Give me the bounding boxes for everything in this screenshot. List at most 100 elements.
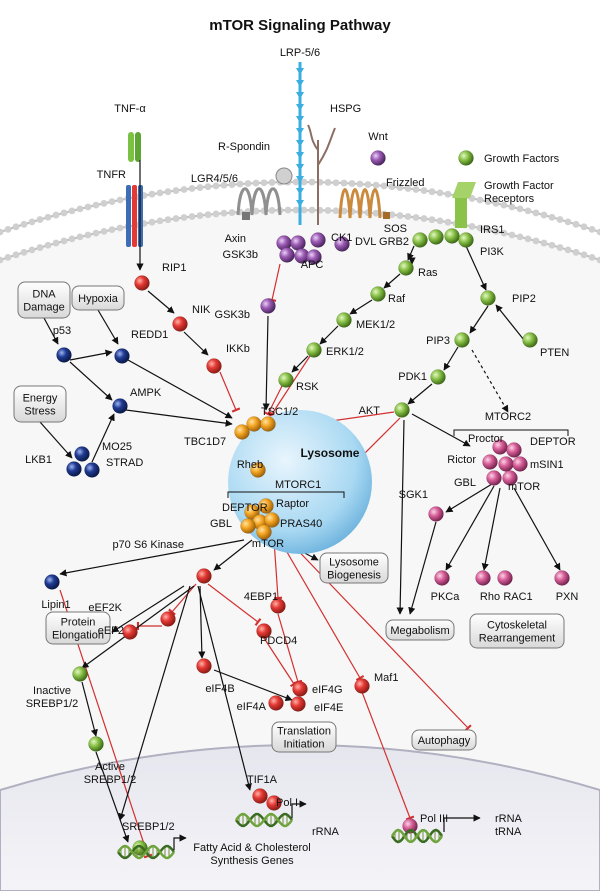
label-mtorc2-msin1: mSIN1 (530, 459, 564, 471)
label-gf-branch-ras: Ras (418, 267, 438, 279)
label-downstream-lipin1: Lipin1 (41, 599, 70, 611)
label-nucleus-rrna: rRNA (312, 826, 340, 838)
tsc-1-node (246, 416, 262, 432)
grb2-node (428, 229, 444, 245)
complex-brackets (227, 429, 569, 498)
label-gf-branch-pten: PTEN (540, 347, 569, 359)
dvl-node (334, 236, 350, 252)
mo25-node (74, 446, 90, 462)
wnt-node (370, 150, 386, 166)
mtorc1-e (240, 518, 256, 534)
mek-node (336, 312, 352, 328)
tbc1d7-node (234, 424, 250, 440)
label-lysosome-mtorc1: MTORC1 (275, 479, 321, 491)
label-gf-branch-grb2: GRB2 (379, 236, 409, 248)
label-receptors-rspondin: R-Spondin (218, 141, 270, 153)
s6k-node (196, 568, 212, 584)
box-megabolism: Megabolism (385, 619, 455, 641)
label-gf-branch-akt: AKT (359, 405, 381, 417)
mtorc2-c (482, 454, 498, 470)
label-receptors-wnt: Wnt (368, 131, 388, 143)
label-gf-branch-pip3: PIP3 (426, 335, 450, 347)
eif4g-node (292, 681, 308, 697)
mtorc1-b (258, 498, 274, 514)
label-gf-branch-pip2: PIP2 (512, 293, 536, 305)
gsk3b-lower-node (260, 298, 276, 314)
label-gf-branch-erk: ERK1/2 (326, 346, 364, 358)
svg-text:Megabolism: Megabolism (390, 625, 449, 637)
label-lysosome-rheb: Rheb (237, 459, 263, 471)
label-downstream-eif4a: eIF4A (237, 701, 267, 713)
tsc-2-node (260, 416, 276, 432)
label-stress-branch-lkb1: LKB1 (25, 454, 52, 466)
label-gf-branch-pi3k: PI3K (480, 246, 505, 258)
ikkb-node (206, 358, 222, 374)
label-receptors-frizzled: Frizzled (386, 177, 425, 189)
label-downstream-eef2: eEF2 (98, 625, 124, 637)
lgr-receptor (236, 167, 293, 220)
label-stress-branch-mo25: MO25 (102, 441, 132, 453)
label-mtorc2-sgk1: SGK1 (399, 489, 428, 501)
label-wnt-branch-gsk3b: GSK3b (223, 249, 258, 261)
label-lysosome-pras40: PRAS40 (280, 518, 322, 530)
label-receptors-tnfr: TNFR (97, 169, 126, 181)
active-srebp-node (88, 736, 104, 752)
lrp-receptor (296, 62, 304, 225)
eif4e-node (290, 696, 306, 712)
label-receptors-hspg: HSPG (330, 103, 361, 115)
tnf-receptor (126, 132, 143, 247)
label-wnt-branch-dvl: DVL (355, 236, 376, 248)
label-mtorc2-proctor: Proctor (468, 433, 504, 445)
label-tnf-branch-nik: NIK (192, 304, 211, 316)
label-downstream-ebp1: 4EBP1 (244, 591, 278, 603)
label-downstream-s6k: p70 S6 Kinase (112, 539, 184, 551)
pdcd4-node (256, 623, 272, 639)
label-mtorc2-gbl: GBL (454, 477, 476, 489)
box-autophagy: Autophagy (411, 729, 477, 751)
svg-text:Autophagy: Autophagy (418, 735, 471, 747)
label-lysosome-raptor: Raptor (276, 498, 309, 510)
mtorc2-g (502, 470, 518, 486)
label-gf-branch-sos: SOS (384, 223, 407, 235)
label-downstream-pdcd4: PDCD4 (260, 635, 297, 647)
akt-node (394, 402, 410, 418)
mtorc2-f (486, 470, 502, 486)
rho-node (475, 570, 491, 586)
nik-node (172, 316, 188, 332)
gf-node (458, 150, 474, 166)
label-stress-branch-strad: STRAD (106, 457, 143, 469)
label-downstream-eif4b: eIF4B (205, 683, 234, 695)
label-nucleus-pol3: Pol III (420, 813, 448, 825)
label-stress-branch-ampk: AMPK (130, 387, 162, 399)
label-stress-branch-redd1: REDD1 (131, 329, 168, 341)
label-mtorc2-rho: Rho (480, 591, 500, 603)
label-mtorc2-rac1: RAC1 (503, 591, 532, 603)
pten-node (522, 332, 538, 348)
frizzled-receptor (338, 188, 390, 219)
pol1-node (266, 795, 282, 811)
rsk-node (278, 372, 294, 388)
eef2-node (122, 624, 138, 640)
diagram-title: mTOR Signaling Pathway (209, 17, 391, 34)
label-receptors-lgr: LGR4/5/6 (191, 173, 238, 185)
rheb-node (250, 462, 266, 478)
label-receptors-tnfa: TNF-α (114, 103, 146, 115)
label-wnt-branch-apc: APC (301, 259, 324, 271)
label-tnf-branch-ikkb: IKKb (226, 343, 250, 355)
pip2-node (480, 290, 496, 306)
svg-text:Hypoxia: Hypoxia (78, 293, 119, 305)
label-lysosome-label: Lysosome (301, 446, 360, 460)
strad-node (84, 462, 100, 478)
eif4b-node (196, 658, 212, 674)
growth-factor-receptor (452, 182, 476, 228)
label-mtorc2-pkca: PKCa (431, 591, 461, 603)
lkb1-node (66, 461, 82, 477)
